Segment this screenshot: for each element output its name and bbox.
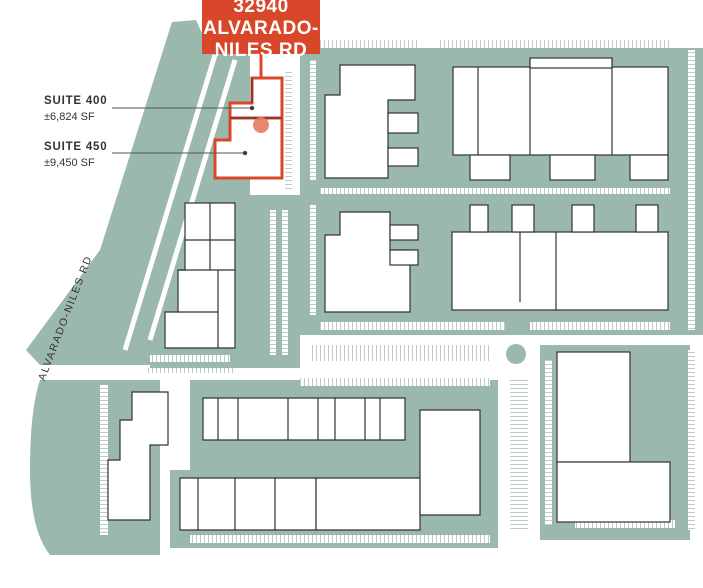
suite-400-name: SUITE 400 <box>44 95 108 107</box>
building-north-a <box>324 64 416 179</box>
building-south-west <box>107 391 169 521</box>
suite-450-sf: ±9,450 SF <box>44 157 95 169</box>
address-line-2: ALVARADO- <box>203 18 319 39</box>
building-north-b <box>452 66 669 156</box>
address-line-3: NILES RD <box>214 40 308 61</box>
building-south-east <box>556 351 631 463</box>
suite-450-name: SUITE 450 <box>44 141 108 153</box>
address-line-1: 32940 <box>233 0 289 17</box>
address-callout: 32940 ALVARADO- NILES RD <box>202 0 320 61</box>
suite-400-sf: ±6,824 SF <box>44 111 95 123</box>
building-mid-b <box>451 231 669 311</box>
highlighted-suites <box>213 76 284 180</box>
location-marker <box>253 117 269 133</box>
roundabout <box>506 344 526 364</box>
buildings <box>107 57 671 531</box>
suite-leaders <box>112 105 255 156</box>
building-south-b <box>179 477 317 531</box>
diagonal-stalls <box>122 54 238 351</box>
lot-west-strip <box>26 20 250 365</box>
parking-stalls <box>100 40 695 543</box>
building-south-a <box>202 397 406 441</box>
